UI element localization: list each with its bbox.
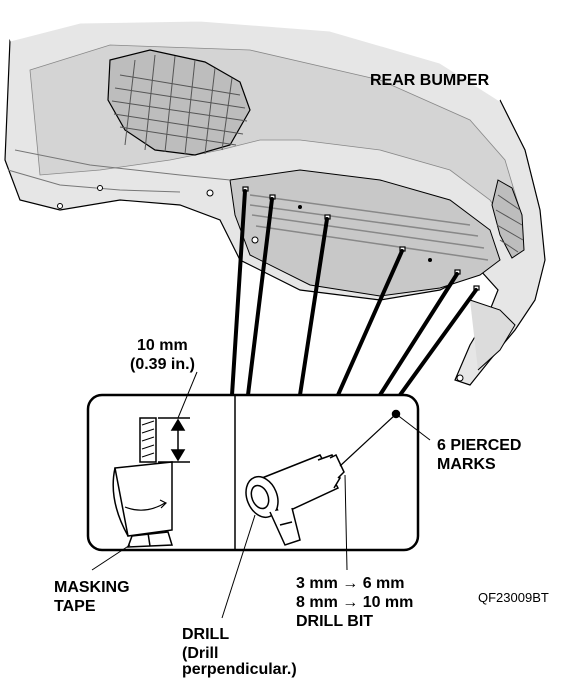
rear-bumper	[4, 18, 546, 386]
pierced-marks-label-line1: 6 PIERCED	[437, 437, 522, 454]
depth-dimension	[158, 371, 198, 463]
depth-label-mm: 10 mm	[137, 337, 188, 354]
leader-beams	[230, 189, 478, 397]
figure-code: QF23009BT	[478, 590, 549, 605]
callout-leaders	[91, 413, 431, 619]
masking-tape	[114, 461, 173, 537]
drill-bit-label: DRILL BIT	[296, 613, 374, 630]
power-drill-detail	[245, 409, 401, 546]
drill-bit-size-line2: 8 mm → 10 mm	[296, 594, 414, 611]
drill-label-line3: perpendicular.)	[182, 661, 297, 678]
right-honeycomb-grille	[491, 179, 525, 259]
rear-bumper-label: REAR BUMPER	[370, 72, 490, 89]
pierced-marks-label-line2: MARKS	[437, 456, 496, 473]
drill-bit-size-line1: 3 mm → 6 mm	[296, 575, 405, 592]
depth-label-in: (0.39 in.)	[130, 356, 195, 373]
drill-label-line1: DRILL	[182, 626, 230, 643]
masking-tape-label-line1: MASKING	[54, 579, 130, 596]
drill-label-line2: (Drill	[182, 645, 219, 662]
masking-tape-label-line2: TAPE	[54, 598, 96, 615]
drill-bit-detail	[112, 417, 174, 548]
